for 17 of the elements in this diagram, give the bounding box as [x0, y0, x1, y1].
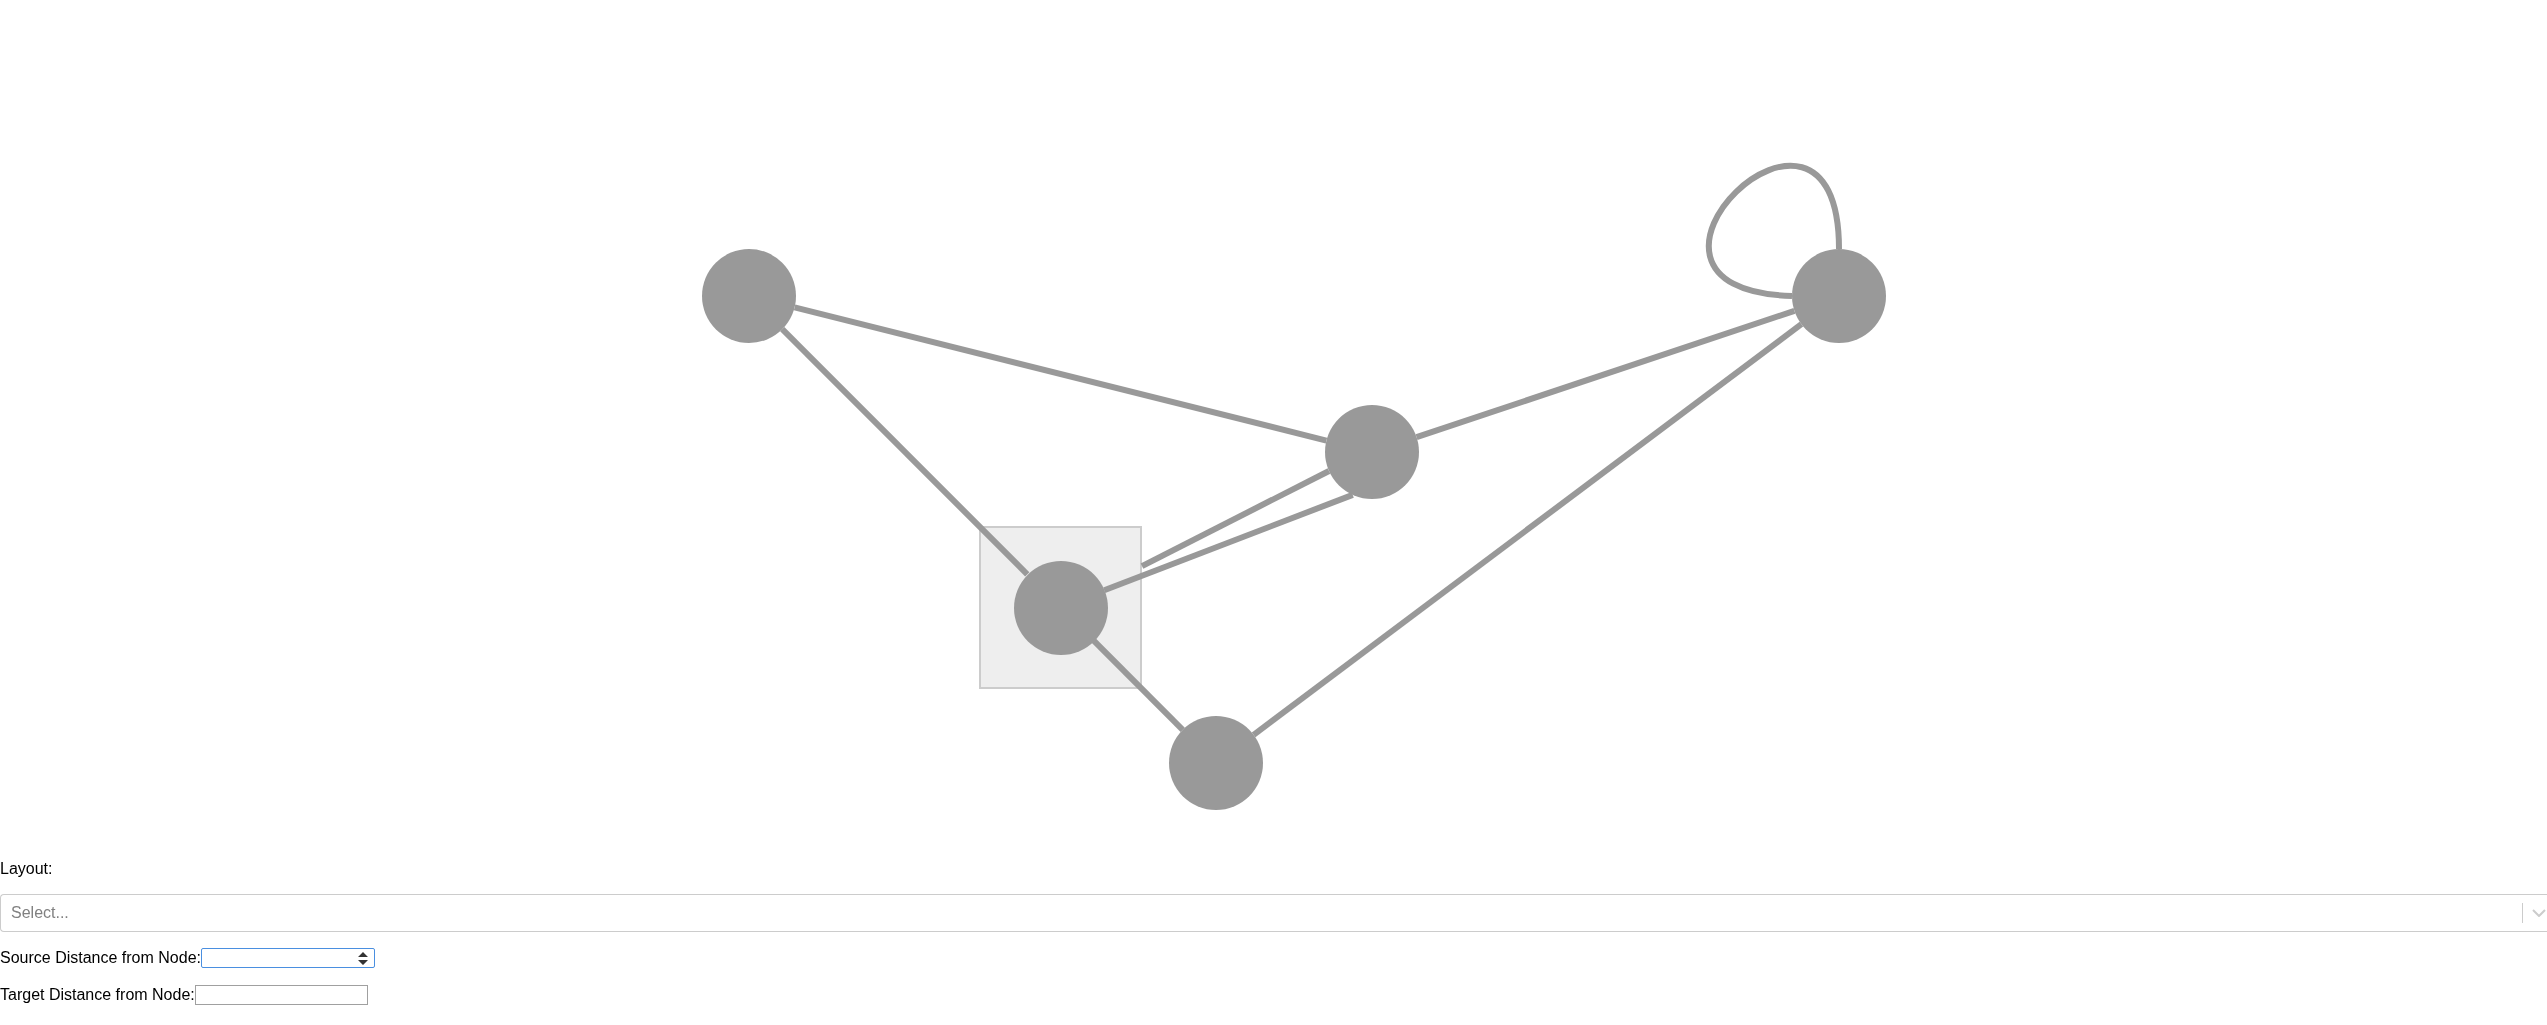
loop-edge	[1707, 163, 1842, 299]
graph-node	[1169, 716, 1263, 810]
edge-line	[1091, 638, 1185, 732]
select-dropdown: Select...	[0, 894, 2547, 932]
field-label: Target Distance from Node:	[0, 986, 195, 1004]
graph-node	[702, 249, 796, 343]
graph-node	[1325, 405, 1419, 499]
edge-line	[1103, 492, 1354, 594]
field-label: Layout:	[0, 860, 53, 878]
edge-line	[1251, 321, 1804, 738]
edge-line	[793, 304, 1328, 444]
group-box	[979, 526, 1142, 689]
graph-node	[1013, 560, 1108, 655]
field-label: Source Distance from Node:	[0, 949, 201, 967]
edge-line	[1415, 308, 1796, 440]
graph-node	[1792, 249, 1886, 343]
edge-line	[780, 327, 1030, 577]
